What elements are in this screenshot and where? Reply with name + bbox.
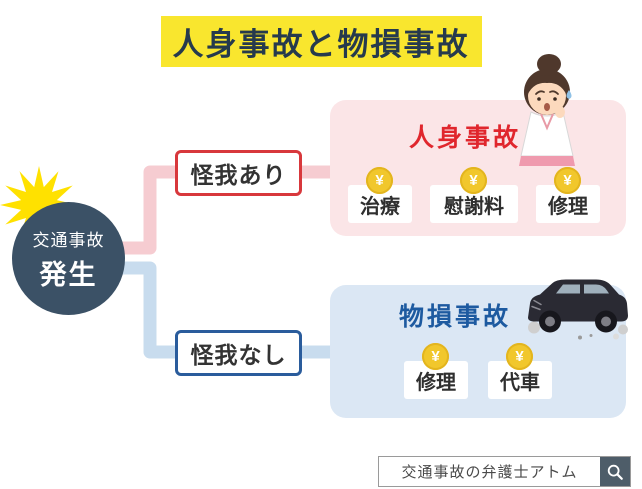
yen-coin-icon: ¥: [506, 343, 533, 370]
brand-search-box: 交通事故の弁護士アトム: [378, 456, 631, 487]
brand-text: 交通事故の弁護士アトム: [401, 464, 578, 481]
yen-symbol: ¥: [431, 348, 440, 365]
damaged-car-icon: [528, 279, 628, 340]
page-title: 人身事故と物損事故: [160, 16, 482, 67]
origin-text-line1: 交通事故: [32, 230, 105, 250]
cost-item-courtesy-car: 代車: [488, 361, 552, 399]
cost-item-label: 代車: [500, 371, 540, 394]
cost-item-repair: 修理: [404, 361, 468, 399]
page-title-wrap: 人身事故と物損事故: [0, 16, 642, 67]
origin-text-line2: 発生: [39, 259, 98, 290]
origin-circle: 交通事故 発生: [12, 202, 125, 315]
starburst-icon: [0, 166, 78, 244]
property-damage-panel-title: 物損事故: [398, 303, 511, 331]
yen-symbol: ¥: [375, 172, 384, 189]
injury-branch-label: 怪我あり: [175, 150, 302, 196]
yen-coin-icon: ¥: [554, 167, 581, 194]
no-injury-branch-label-text: 怪我なし: [190, 342, 287, 368]
injury-branch-label-text: 怪我あり: [190, 162, 287, 188]
search-button: [600, 457, 630, 486]
yen-symbol: ¥: [515, 348, 524, 365]
injury-panel: 人身事故 ¥ ¥ ¥ 治療 慰謝料 修理: [330, 100, 626, 236]
worried-woman-icon: [519, 54, 575, 166]
cost-item-label: 治療: [360, 195, 400, 218]
yen-coin-icon: ¥: [422, 343, 449, 370]
cost-item-label: 修理: [416, 371, 456, 394]
yen-symbol: ¥: [469, 172, 478, 189]
yen-symbol: ¥: [563, 172, 572, 189]
property-damage-panel: 物損事故 ¥ ¥ 修理 代車: [330, 285, 626, 418]
no-injury-branch-label: 怪我なし: [175, 330, 302, 376]
search-icon: [607, 464, 623, 480]
injury-panel-title: 人身事故: [408, 124, 521, 152]
yen-coin-icon: ¥: [366, 167, 393, 194]
cost-item-label: 慰謝料: [444, 195, 504, 218]
yen-coin-icon: ¥: [460, 167, 487, 194]
cost-item-label: 修理: [548, 195, 588, 218]
